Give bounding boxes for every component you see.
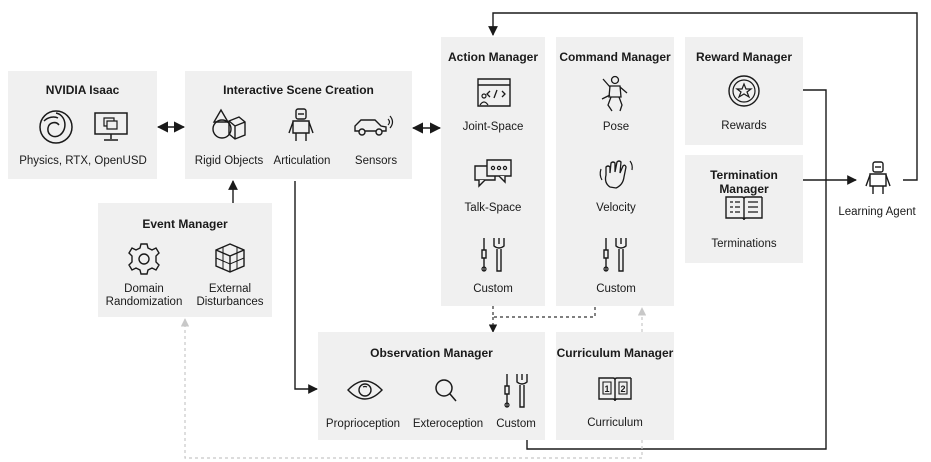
scene-item-label-2: Sensors bbox=[354, 155, 398, 167]
reward-agent-line bbox=[526, 89, 827, 450]
numbered-book-icon: 1 2 bbox=[597, 375, 633, 403]
command-item-label-2: Custom bbox=[596, 283, 636, 295]
learning-agent-robot-icon bbox=[864, 160, 892, 194]
scene-observation-arrow bbox=[294, 181, 318, 394]
car-sensor-icon bbox=[353, 113, 395, 139]
reward-manager-box: Reward Manager Rewards bbox=[685, 37, 803, 145]
command-manager-box: Command Manager Pose Velocity Custom bbox=[556, 37, 674, 306]
reward-label: Rewards bbox=[721, 120, 767, 132]
scene-creation-box: Interactive Scene Creation Rigid Objects… bbox=[185, 71, 412, 179]
scene-creation-title: Interactive Scene Creation bbox=[223, 83, 374, 97]
shapes-icon bbox=[211, 107, 247, 143]
nvidia-isaac-label: Physics, RTX, OpenUSD bbox=[19, 155, 147, 167]
action-manager-box: Action Manager Joint-Space Talk-Space Cu… bbox=[441, 37, 545, 306]
command-item-label-1: Velocity bbox=[596, 202, 636, 214]
tools-icon bbox=[501, 372, 531, 410]
event-item-label-1-line-0: External bbox=[208, 283, 252, 295]
event-item-label-0-line-0: Domain bbox=[124, 283, 164, 295]
omniverse-swirl-icon bbox=[38, 109, 74, 145]
curriculum-page-number-2: 2 bbox=[620, 384, 625, 394]
observation-manager-title: Observation Manager bbox=[370, 346, 493, 360]
action-manager-title: Action Manager bbox=[447, 50, 538, 64]
curriculum-dashed-line bbox=[180, 318, 643, 459]
scene-item-label-0: Rigid Objects bbox=[194, 155, 264, 167]
observation-item-label-0: Proprioception bbox=[325, 418, 401, 430]
eye-icon bbox=[346, 378, 384, 402]
curriculum-label: Curriculum bbox=[587, 417, 643, 429]
nvidia-isaac-box: NVIDIA Isaac Physics, RTX, OpenUSD bbox=[8, 71, 157, 179]
event-manager-box: Event Manager Domain Randomization Exter… bbox=[98, 203, 272, 317]
pose-figure-icon bbox=[598, 75, 632, 113]
event-item-label-1-line-1: Disturbances bbox=[196, 296, 264, 308]
curriculum-manager-box: Curriculum Manager 1 2 Curriculum bbox=[556, 332, 674, 440]
hand-wave-icon bbox=[598, 157, 634, 191]
termination-manager-title: Termination Manager bbox=[710, 168, 778, 196]
command-manager-title: Command Manager bbox=[559, 50, 671, 64]
observation-manager-box: Observation Manager Proprioception Exter… bbox=[318, 332, 545, 440]
learning-agent-label: Learning Agent bbox=[838, 206, 916, 218]
termination-label: Terminations bbox=[711, 238, 777, 250]
magnifier-icon bbox=[434, 378, 458, 404]
gear-icon bbox=[127, 242, 161, 276]
star-medal-icon bbox=[727, 74, 761, 108]
action-item-label-0: Joint-Space bbox=[462, 121, 524, 133]
observation-item-label-1: Exteroception bbox=[412, 418, 484, 430]
robot-icon bbox=[287, 107, 315, 141]
tools-icon bbox=[478, 236, 508, 274]
event-manager-title: Event Manager bbox=[142, 217, 228, 231]
monitor-icon bbox=[93, 111, 129, 143]
action-item-label-1: Talk-Space bbox=[464, 202, 522, 214]
reward-manager-title: Reward Manager bbox=[695, 50, 793, 64]
action-command-observation-dashed bbox=[492, 306, 596, 318]
command-item-label-0: Pose bbox=[602, 121, 630, 133]
nvidia-isaac-title: NVIDIA Isaac bbox=[45, 83, 120, 97]
scene-item-label-1: Articulation bbox=[273, 155, 331, 167]
agent-action-loop bbox=[488, 12, 918, 181]
action-item-label-2: Custom bbox=[473, 283, 513, 295]
curriculum-manager-title: Curriculum Manager bbox=[556, 346, 674, 360]
open-book-icon bbox=[724, 194, 764, 222]
termination-manager-box: Termination Manager Terminations bbox=[685, 155, 803, 263]
observation-item-label-2: Custom bbox=[496, 418, 536, 430]
blocks-icon bbox=[212, 240, 248, 276]
tools-icon bbox=[600, 236, 630, 274]
code-window-icon bbox=[476, 77, 512, 109]
chat-icon bbox=[473, 158, 513, 190]
curriculum-page-number-1: 1 bbox=[604, 384, 609, 394]
event-item-label-0-line-1: Randomization bbox=[105, 296, 183, 308]
